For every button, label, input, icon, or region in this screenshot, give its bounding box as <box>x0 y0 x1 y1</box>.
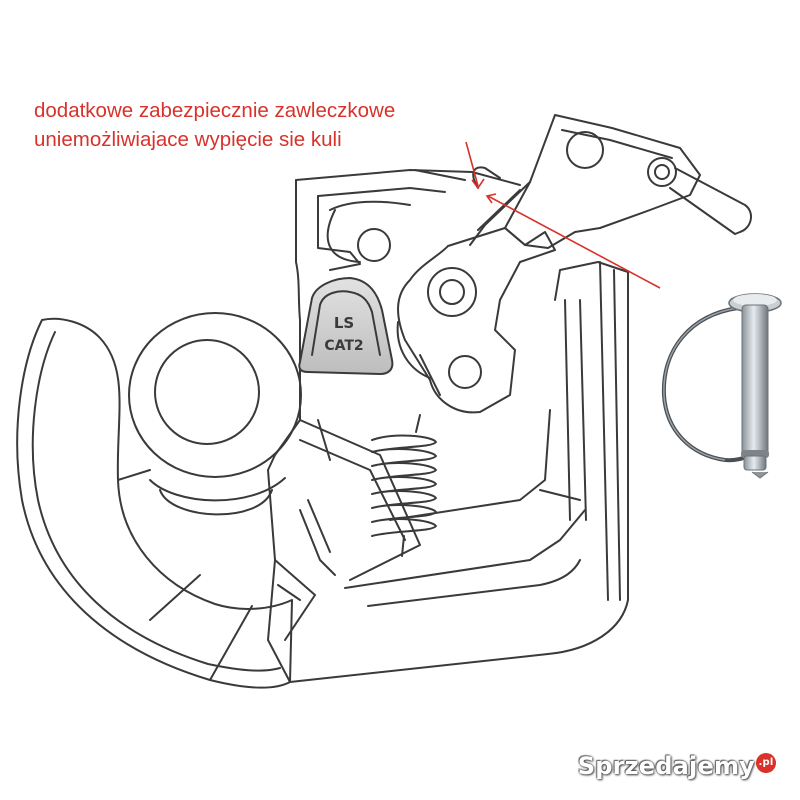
release-plate <box>414 114 752 249</box>
annotation-arrows <box>465 141 661 289</box>
hook-frame <box>267 169 629 683</box>
linch-pin-image <box>661 293 782 479</box>
pointer-head-pin <box>485 193 497 204</box>
pointer-line-pin <box>487 195 661 289</box>
caption-line-1: dodatkowe zabezpiecznie zawleczkowe <box>34 99 396 122</box>
hook-jaw <box>16 317 293 689</box>
cat-badge-inner <box>311 290 381 356</box>
badge-line-cat: CAT2 <box>324 338 363 354</box>
locking-lever <box>396 227 556 414</box>
watermark-logo: Sprzedajemy.pl <box>578 752 776 780</box>
pointer-line-caption <box>465 141 479 187</box>
ball-socket <box>128 312 302 516</box>
badge-line-ls: LS <box>334 314 354 332</box>
spring <box>371 414 437 557</box>
watermark-text: Sprzedajemy <box>577 752 755 780</box>
cat-badge-shape <box>298 277 394 375</box>
caption-line-2: uniemożliwiajace wypięcie sie kuli <box>34 128 342 151</box>
annotation-caption: dodatkowe zabezpiecznie zawleczkowe unie… <box>34 96 395 154</box>
pin-wire-loop <box>661 306 753 463</box>
watermark-suffix: .pl <box>756 753 776 773</box>
pin-shaft <box>741 304 769 456</box>
pointer-head-caption <box>471 178 485 190</box>
